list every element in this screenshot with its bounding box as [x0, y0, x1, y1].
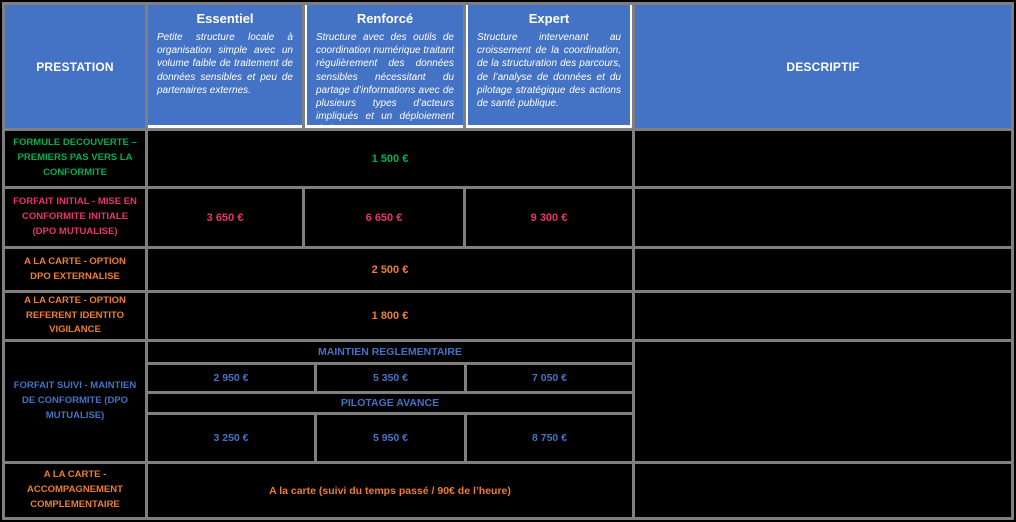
tier-description-renforce: Structure avec des outils de coordinatio… — [316, 32, 454, 125]
tier-description-expert: Structure intervenant au croissement de … — [477, 32, 621, 109]
tier-description-essentiel: Petite structure locale à organisation s… — [157, 32, 293, 96]
tier-title-essentiel: Essentiel — [196, 11, 254, 26]
tier-title-expert: Expert — [528, 11, 570, 26]
price-pilotage-renforce: 5 950 € — [317, 415, 464, 461]
descriptif-cell-option-dpo-externalise — [635, 249, 1011, 290]
price-pilotage-essentiel: 3 250 € — [148, 415, 314, 461]
price-forfait-initial-essentiel: 3 650 € — [148, 189, 302, 246]
tier-header-expert: Expert Structure intervenant au croissem… — [466, 5, 632, 128]
price-option-referent-identito: 1 800 € — [148, 293, 632, 339]
price-pilotage-expert: 8 750 € — [467, 415, 632, 461]
price-forfait-initial-expert: 9 300 € — [466, 189, 632, 246]
price-maintien-renforce: 5 350 € — [317, 365, 464, 391]
price-maintien-essentiel: 2 950 € — [148, 365, 314, 391]
forfait-suivi-subtable: MAINTIEN REGLEMENTAIRE 2 950 € 5 350 € 7… — [148, 342, 632, 461]
tier-title-renforce: Renforcé — [356, 11, 414, 26]
price-formule-decouverte: 1 500 € — [148, 131, 632, 186]
row-label-forfait-suivi: FORFAIT SUIVI - MAINTIEN DE CONFORMITE (… — [5, 342, 145, 461]
price-maintien-expert: 7 050 € — [467, 365, 632, 391]
price-option-dpo-externalise: 2 500 € — [148, 249, 632, 290]
price-accompagnement-complementaire: A la carte (suivi du temps passé / 90€ d… — [148, 464, 632, 517]
descriptif-cell-accompagnement-complementaire — [635, 464, 1011, 517]
descriptif-cell-forfait-suivi — [635, 342, 1011, 461]
subheader-pilotage-avance: PILOTAGE AVANCE — [148, 394, 632, 412]
prestation-header: PRESTATION — [5, 5, 145, 128]
price-forfait-initial-renforce: 6 650 € — [305, 189, 463, 246]
tier-header-renforce: Renforcé Structure avec des outils de co… — [305, 5, 463, 128]
row-label-option-dpo-externalise: A LA CARTE - OPTION DPO EXTERNALISE — [5, 249, 145, 290]
descriptif-cell-option-referent-identito — [635, 293, 1011, 339]
descriptif-header: DESCRIPTIF — [635, 5, 1011, 128]
row-label-option-referent-identito: A LA CARTE - OPTION REFERENT IDENTITO VI… — [5, 293, 145, 339]
row-label-forfait-initial: FORFAIT INITIAL - MISE EN CONFORMITE INI… — [5, 189, 145, 246]
row-label-accompagnement-complementaire: A LA CARTE - ACCOMPAGNEMENT COMPLEMENTAI… — [5, 464, 145, 517]
row-label-formule-decouverte: FORMULE DECOUVERTE – PREMIERS PAS VERS L… — [5, 131, 145, 186]
descriptif-cell-forfait-initial — [635, 189, 1011, 246]
tier-header-essentiel: Essentiel Petite structure locale à orga… — [148, 5, 302, 128]
subheader-maintien-reglementaire: MAINTIEN REGLEMENTAIRE — [148, 342, 632, 362]
descriptif-cell-formule-decouverte — [635, 131, 1011, 186]
